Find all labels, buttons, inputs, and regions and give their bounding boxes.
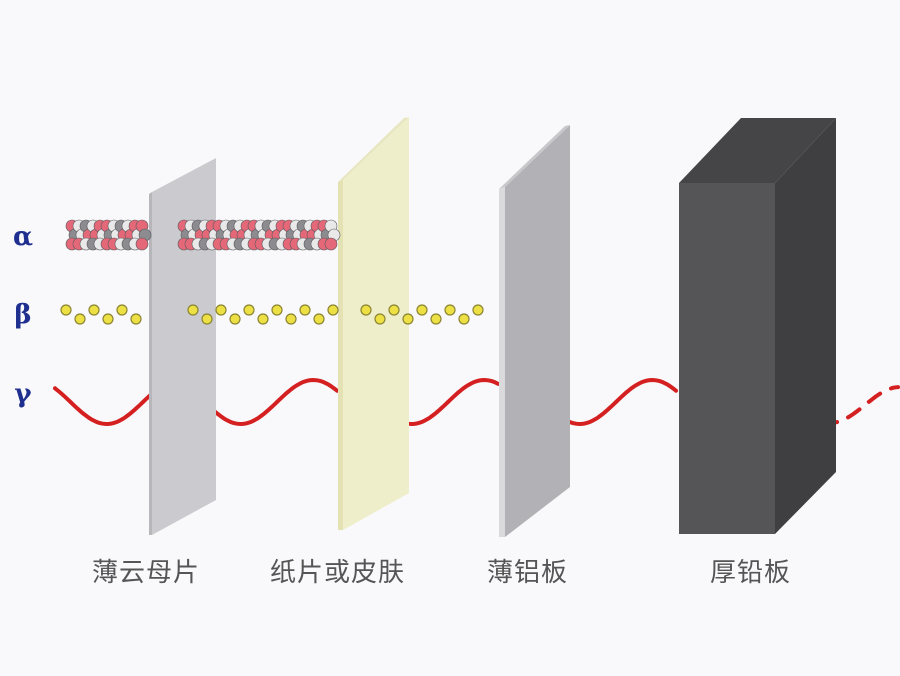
barrier-thick-lead xyxy=(679,118,836,534)
barrier-paper-skin xyxy=(338,117,409,530)
barrier-thin-aluminum xyxy=(499,125,570,537)
label-thick-lead: 厚铅板 xyxy=(710,558,792,588)
label-mica: 薄云母片 xyxy=(92,558,201,588)
beta-particles xyxy=(60,304,484,325)
label-thin-aluminum: 薄铝板 xyxy=(487,558,569,588)
alpha-particles xyxy=(65,219,341,251)
alpha-ray-label: α xyxy=(12,222,33,252)
beta-ray-label: β xyxy=(14,300,32,330)
barrier-mica xyxy=(149,158,216,535)
label-paper-skin: 纸片或皮肤 xyxy=(270,558,406,588)
gamma-ray-label: γ xyxy=(14,379,32,409)
